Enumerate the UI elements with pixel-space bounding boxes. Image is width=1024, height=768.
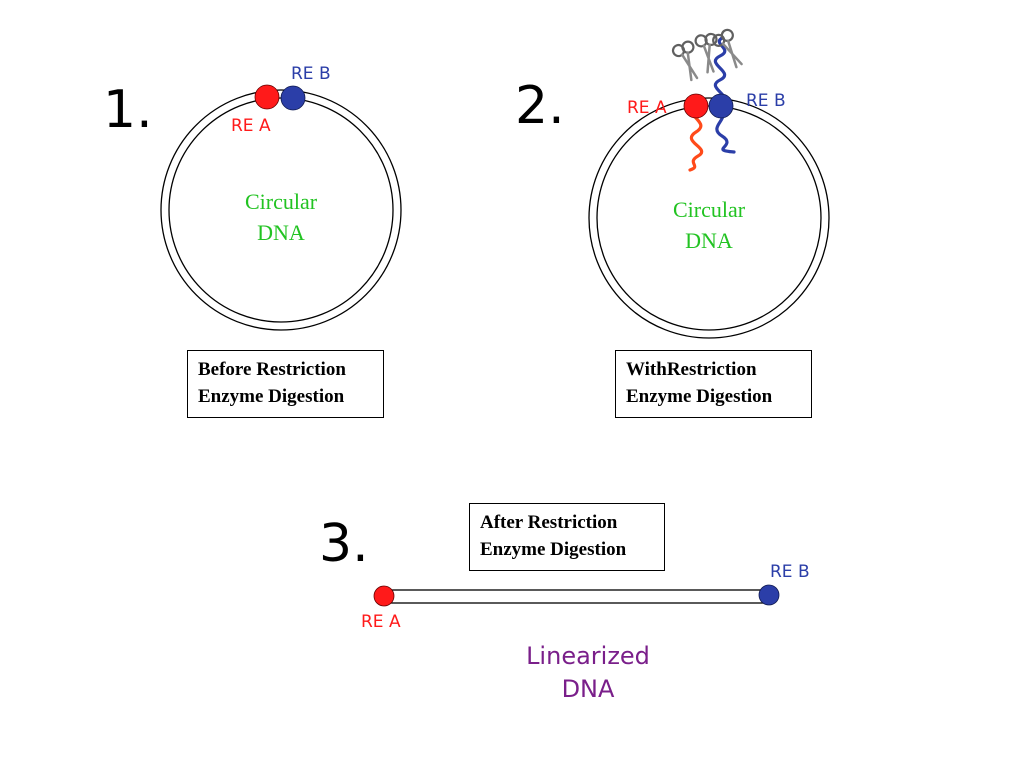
strand-a-icon <box>688 104 704 172</box>
caption-line1: Before Restriction <box>198 359 346 380</box>
caption-before-digestion: Before Restriction Enzyme Digestion <box>187 350 384 418</box>
scissors-icon <box>694 32 718 74</box>
site-a-marker-1 <box>254 84 280 110</box>
site-a-label-1: RE A <box>231 116 271 136</box>
site-b-marker-1 <box>280 85 306 111</box>
circular-dna-label-2: Circular DNA <box>639 194 779 256</box>
step-number-3: 3. <box>319 514 369 574</box>
caption-line2: Enzyme Digestion <box>626 386 773 407</box>
linear-dna <box>383 589 771 604</box>
site-b-label-1: RE B <box>291 64 331 84</box>
scissors-icon <box>712 28 743 69</box>
site-b-marker-2 <box>708 93 734 119</box>
site-a-marker-3 <box>373 585 395 607</box>
caption-after-digestion: After Restriction Enzyme Digestion <box>469 503 665 571</box>
circular-label-line2: DNA <box>685 228 733 253</box>
site-b-label-2: RE B <box>746 91 786 111</box>
caption-line2: Enzyme Digestion <box>198 386 345 407</box>
linearized-label-line1: Linearized <box>526 642 650 670</box>
circular-label-line1: Circular <box>244 189 318 214</box>
site-a-label-2: RE A <box>627 98 667 118</box>
caption-line1: After Restriction <box>480 512 618 533</box>
site-a-label-3: RE A <box>361 612 401 632</box>
step-number-2: 2. <box>515 76 565 136</box>
linearized-dna-label: Linearized DNA <box>488 640 688 706</box>
site-b-label-3: RE B <box>770 562 810 582</box>
circular-label-line1: Circular <box>672 197 746 222</box>
site-b-marker-3 <box>758 584 780 606</box>
caption-line1: WithRestriction <box>626 359 757 380</box>
site-a-marker-2 <box>683 93 709 119</box>
scissors-icon <box>671 40 699 82</box>
caption-with-digestion: WithRestriction Enzyme Digestion <box>615 350 812 418</box>
circular-dna-label-1: Circular DNA <box>211 186 351 248</box>
linearized-label-line2: DNA <box>561 675 615 703</box>
circular-label-line2: DNA <box>257 220 305 245</box>
step-number-1: 1. <box>103 80 153 140</box>
caption-line2: Enzyme Digestion <box>480 539 627 560</box>
